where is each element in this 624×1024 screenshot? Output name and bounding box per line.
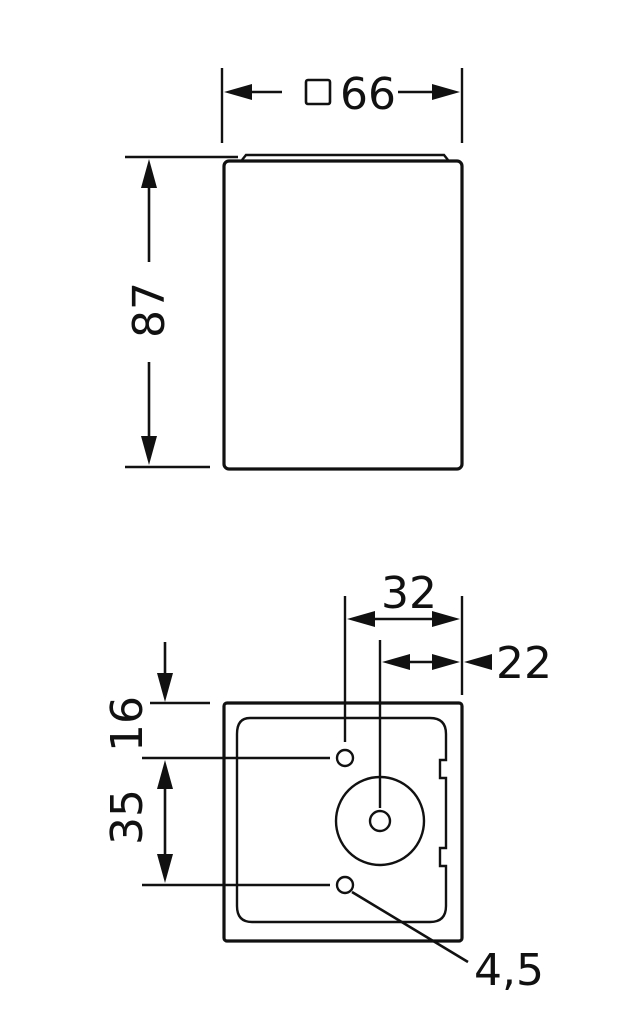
dim16-label: 16 (102, 696, 153, 752)
dim22-arrow-left (382, 654, 410, 670)
mounting-hole-top (335, 748, 355, 768)
width-label: 66 (340, 69, 396, 120)
width-arrow-right (432, 84, 460, 100)
width-arrow-left (224, 84, 252, 100)
mounting-hole-bottom (335, 875, 355, 895)
dim22-arrow-outer (464, 654, 492, 670)
dim35-label: 35 (102, 789, 153, 845)
bottom-view-inner-rim (235, 716, 448, 924)
dim35-arrow-top (157, 760, 173, 789)
dim22-label: 22 (496, 638, 552, 689)
height-arrow-bottom (141, 436, 157, 465)
hole-diameter-label: 4,5 (474, 945, 544, 996)
dim32-arrow-right (432, 611, 460, 627)
center-hole (368, 809, 392, 833)
front-view: 66 87 (124, 68, 464, 471)
dim35-arrow-bottom (157, 854, 173, 883)
hole-diameter-leader (351, 890, 469, 964)
height-label: 87 (124, 282, 175, 338)
square-symbol-icon (304, 78, 332, 106)
dim32-arrow-left (347, 611, 375, 627)
dim22-arrow-right (432, 654, 460, 670)
dim16-arrow (157, 673, 173, 702)
bottom-view: 32 22 16 35 4,5 (102, 568, 552, 996)
front-view-body (222, 159, 464, 471)
dim32-label: 32 (381, 568, 437, 619)
bottom-view-outer (222, 701, 464, 943)
height-arrow-top (141, 159, 157, 188)
lid-top-edge (241, 153, 449, 161)
